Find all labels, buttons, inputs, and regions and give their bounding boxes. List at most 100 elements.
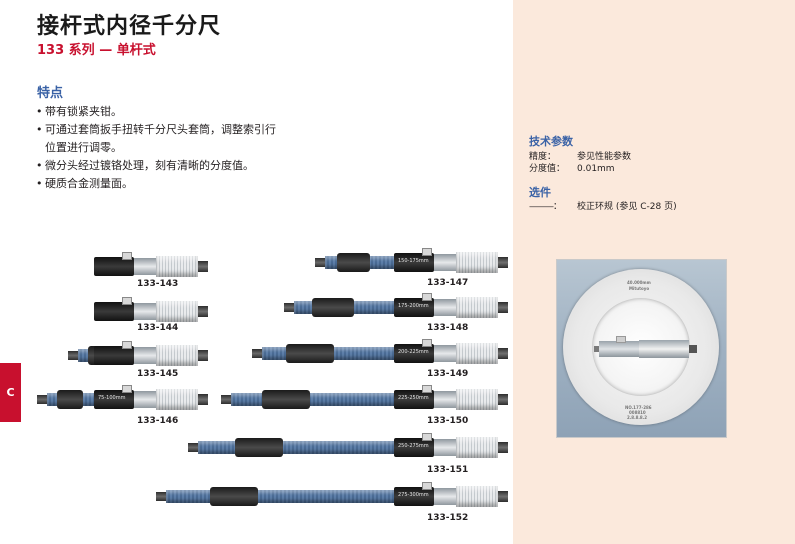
- micrometer-barrel: [394, 487, 434, 506]
- anvil-tip: [37, 395, 47, 404]
- grip-sleeve: [312, 298, 354, 317]
- range-marking: 150-175mm: [398, 258, 429, 264]
- model-number: 133-147: [427, 278, 469, 288]
- micrometer-barrel: [94, 302, 134, 321]
- thimble: [456, 437, 498, 458]
- inside-micrometer: 275-300mm: [156, 482, 508, 512]
- micrometer-barrel: [94, 346, 134, 365]
- lock-clamp: [122, 252, 132, 260]
- model-number: 133-150: [427, 416, 469, 426]
- inside-micrometer: [94, 252, 208, 282]
- option-value: 校正环规 (参见 C-28 页): [577, 202, 677, 212]
- specs-heading: 技术参数: [529, 135, 573, 148]
- lock-clamp: [122, 385, 132, 393]
- anvil-tip: [156, 492, 166, 501]
- range-marking: 175-200mm: [398, 303, 429, 309]
- end-cap: [198, 394, 208, 405]
- micrometer-in-ring: [594, 336, 704, 362]
- ring-size-text: 40.000mm: [627, 280, 651, 285]
- model-number: 133-149: [427, 369, 469, 379]
- thimble: [456, 297, 498, 318]
- inside-micrometer: 175-200mm: [284, 293, 508, 323]
- graduated-sleeve: [434, 254, 456, 271]
- model-number: 133-145: [137, 369, 179, 379]
- range-marking: 75-100mm: [98, 395, 126, 401]
- anvil-tip: [221, 395, 231, 404]
- end-cap: [498, 491, 508, 502]
- series-subtitle: 133 系列 — 单杆式: [37, 43, 156, 58]
- anvil-tip: [315, 258, 325, 267]
- grip-sleeve: [286, 344, 334, 363]
- lock-clamp: [422, 385, 432, 393]
- ring-gauge-photo: 40.000mm Mitutoyo NO.177-286 008810 2.8.…: [556, 259, 727, 438]
- spec-label: 分度值：: [529, 164, 566, 174]
- lock-clamp: [422, 293, 432, 301]
- model-number: 133-143: [137, 279, 179, 289]
- model-number: 133-144: [137, 323, 179, 333]
- thimble: [456, 389, 498, 410]
- grip-sleeve: [235, 438, 283, 457]
- option-label: ———：: [529, 202, 562, 212]
- grip-sleeve: [210, 487, 258, 506]
- ring-part-text: NO.177-286: [625, 405, 652, 410]
- graduated-sleeve: [434, 345, 456, 362]
- inside-micrometer: 200-225mm: [252, 339, 508, 369]
- graduated-sleeve: [434, 299, 456, 316]
- lock-clamp: [122, 341, 132, 349]
- range-marking: 250-275mm: [398, 443, 429, 449]
- lock-clamp: [122, 297, 132, 305]
- lock-clamp: [422, 482, 432, 490]
- option-row: ———： 校正环规 (参见 C-28 页): [529, 199, 677, 212]
- graduated-sleeve: [434, 391, 456, 408]
- lock-clamp: [422, 248, 432, 256]
- micrometer-barrel: [394, 298, 434, 317]
- features-list: 带有锁紧夹钳。 可通过套筒扳手扭转千分尺头套筒，调整索引行位置进行调零。 微分头…: [36, 103, 276, 193]
- grip-sleeve: [337, 253, 370, 272]
- model-number: 133-152: [427, 513, 469, 523]
- graduated-sleeve: [134, 391, 156, 408]
- inside-micrometer: 225-250mm: [221, 385, 508, 415]
- ring-brand-text: Mitutoyo: [629, 286, 650, 291]
- spec-value: 0.01mm: [577, 164, 615, 174]
- ring-serial-text: 2.8.8.8.2: [627, 415, 647, 420]
- inside-micrometer: 150-175mm: [315, 248, 508, 278]
- graduated-sleeve: [134, 258, 156, 275]
- spec-row-accuracy: 精度：参见性能参数: [529, 149, 631, 162]
- graduated-sleeve: [434, 488, 456, 505]
- graduated-sleeve: [134, 303, 156, 320]
- micrometer-barrel: [394, 390, 434, 409]
- inside-micrometer: [68, 341, 208, 371]
- micrometer-barrel: [394, 253, 434, 272]
- model-number: 133-146: [137, 416, 179, 426]
- lock-clamp: [422, 433, 432, 441]
- section-tab[interactable]: C: [0, 363, 21, 422]
- lock-clamp: [422, 339, 432, 347]
- end-cap: [498, 302, 508, 313]
- micrometer-barrel: [94, 390, 134, 409]
- thimble: [156, 389, 198, 410]
- grip-sleeve: [57, 390, 83, 409]
- section-tab-label: C: [6, 386, 15, 399]
- anvil-tip: [252, 349, 262, 358]
- ring-serial-text: 008810: [629, 410, 646, 415]
- features-heading: 特点: [37, 86, 64, 101]
- spec-row-graduation: 分度值： 0.01mm: [529, 161, 615, 174]
- feature-item: 可通过套筒扳手扭转千分尺头套筒，调整索引行位置进行调零。: [36, 121, 276, 157]
- feature-item: 硬质合金测量面。: [36, 175, 276, 193]
- range-marking: 275-300mm: [398, 492, 429, 498]
- spec-label: 精度：: [529, 152, 557, 162]
- graduated-sleeve: [434, 439, 456, 456]
- inside-micrometer: [94, 297, 208, 327]
- graduated-sleeve: [134, 347, 156, 364]
- grip-sleeve: [262, 390, 310, 409]
- micrometer-barrel: [394, 344, 434, 363]
- end-cap: [198, 261, 208, 272]
- end-cap: [198, 306, 208, 317]
- inside-micrometer: 250-275mm: [188, 433, 508, 463]
- thimble: [456, 486, 498, 507]
- end-cap: [498, 394, 508, 405]
- thimble: [456, 343, 498, 364]
- end-cap: [198, 350, 208, 361]
- model-number: 133-151: [427, 465, 469, 475]
- thimble: [156, 345, 198, 366]
